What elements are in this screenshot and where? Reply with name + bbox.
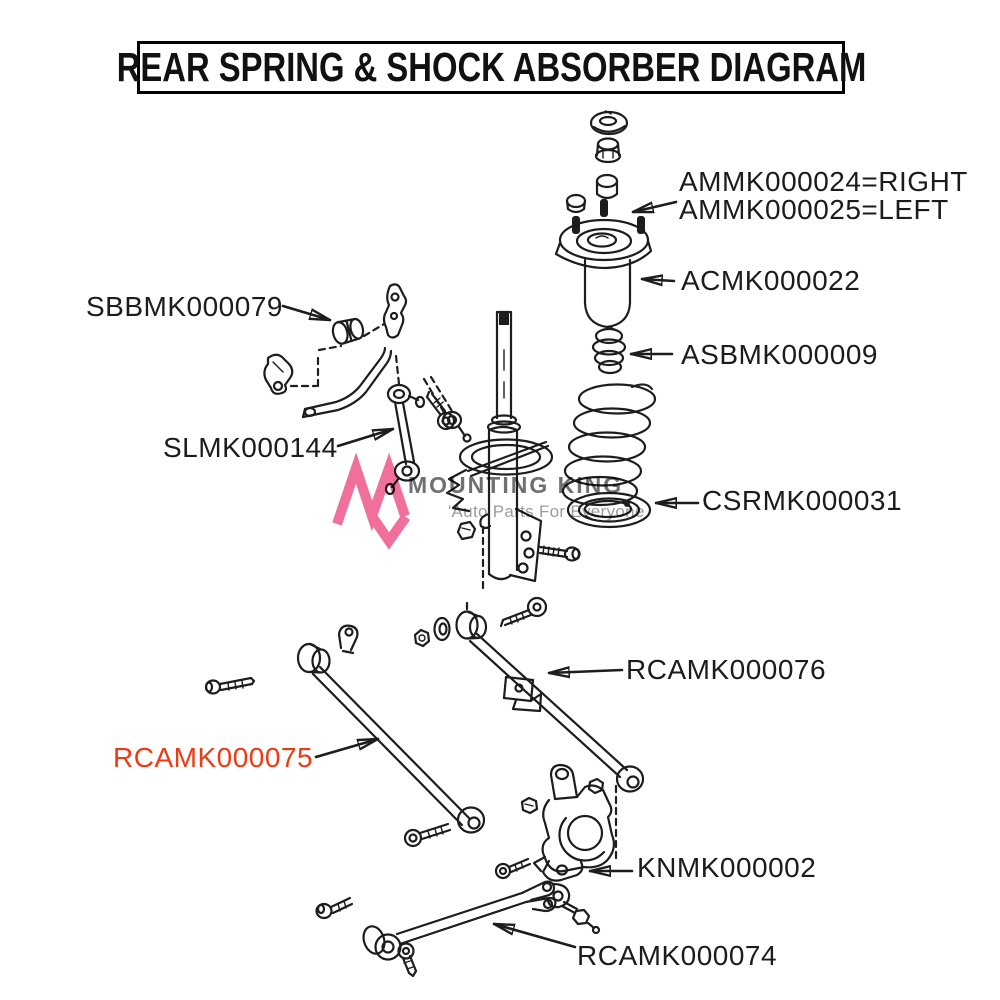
- trailing-arm-bolt-left: [315, 896, 354, 920]
- part-label-knmk: KNMK000002: [637, 852, 817, 883]
- arrow-rcamk-trailing: [492, 922, 577, 949]
- rod-bolt-left: [204, 676, 256, 695]
- coil-spring: [561, 383, 657, 507]
- strut-assembly: [445, 310, 554, 595]
- stabilizer-bracket-right: [382, 283, 408, 339]
- rod-bolt-bottom: [403, 822, 452, 848]
- arrow-rcamk-upper: [547, 670, 624, 673]
- stabilizer-bushing: [331, 317, 365, 345]
- part-label-asbmk: ASBMK000009: [681, 339, 878, 370]
- part-label-ammk-right: AMMK000024=RIGHT: [679, 166, 968, 197]
- stabilizer-bracket-left: [263, 353, 294, 395]
- trailing-arm-bolt-bottom: [397, 942, 418, 978]
- pointer-arrows: [281, 200, 700, 949]
- part-label-ammk-left: AMMK000025=LEFT: [679, 194, 949, 225]
- rod-washer: [433, 616, 451, 642]
- arrow-ammk: [631, 200, 678, 214]
- rod-nut: [413, 628, 431, 648]
- arrow-acmk: [640, 279, 676, 281]
- lateral-rod-upper: [455, 610, 645, 793]
- spacer-collar: [595, 173, 619, 200]
- knuckle: [520, 763, 618, 882]
- strut-nut: [456, 520, 477, 541]
- diagram-title-box: REAR SPRING & SHOCK ABSORBER DIAGRAM: [116, 41, 866, 94]
- trailing-arm: [362, 880, 601, 961]
- stabilizer-bar: [289, 322, 401, 419]
- knuckle-bolt: [494, 857, 532, 880]
- diagram-title: REAR SPRING & SHOCK ABSORBER DIAGRAM: [116, 44, 866, 90]
- arrow-rcamk-lower: [314, 737, 380, 759]
- part-label-rcamk-upper: RCAMK000076: [626, 654, 827, 685]
- part-label-rcamk-trailing: RCAMK000074: [577, 940, 778, 971]
- shock-absorber-body: [583, 258, 632, 329]
- part-label-rcamk-lower: RCAMK000075: [113, 742, 314, 773]
- part-label-csrmk: CSRMK000031: [702, 485, 903, 516]
- lateral-rod-lower: [296, 624, 486, 834]
- part-label-acmk: ACMK000022: [681, 265, 861, 296]
- strut-bolt-right: [538, 545, 581, 562]
- spring-seat: [566, 491, 652, 529]
- strut-mount: [554, 199, 653, 270]
- bump-stop: [591, 326, 627, 375]
- rod-bolt: [465, 596, 548, 628]
- dust-cap: [589, 110, 629, 136]
- arrow-slmk: [336, 427, 395, 448]
- small-nut: [565, 193, 587, 214]
- part-label-sbbmk: SBBMK000079: [86, 291, 283, 322]
- arrow-sbbmk: [281, 304, 332, 322]
- mount-nut: [594, 137, 622, 164]
- part-label-slmk: SLMK000144: [163, 432, 338, 463]
